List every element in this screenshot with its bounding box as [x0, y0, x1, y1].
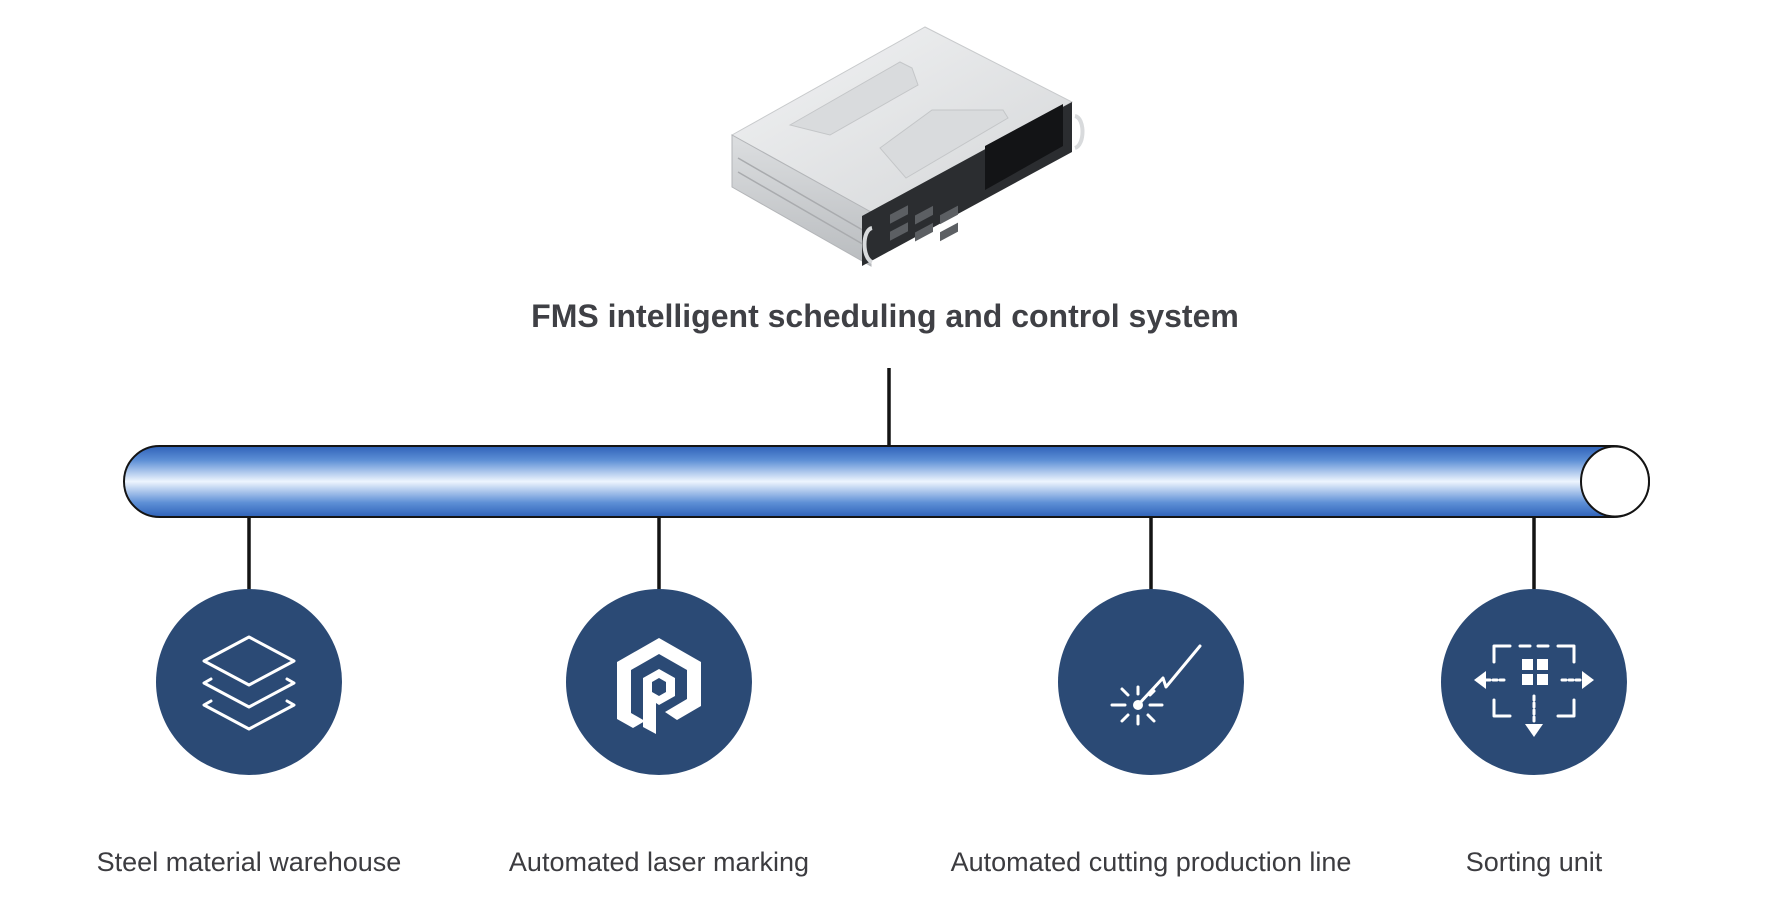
node-label: Automated laser marking: [509, 847, 809, 877]
rack-server-icon: [730, 26, 1085, 267]
node-sorting-unit: Sorting unit: [1441, 589, 1627, 877]
pipe-bus-icon: [123, 445, 1650, 518]
hexagon-p-logo-icon: [617, 638, 701, 734]
node-label: Steel material warehouse: [97, 847, 402, 877]
node-label: Automated cutting production line: [951, 847, 1352, 877]
node-automated-cutting-production-line: Automated cutting production line: [951, 589, 1352, 877]
sorting-grid-arrows-icon: [1474, 644, 1594, 737]
node-label: Sorting unit: [1466, 847, 1603, 877]
stacked-layers-icon: [202, 635, 296, 731]
node-steel-material-warehouse: Steel material warehouse: [97, 589, 402, 877]
system-title: FMS intelligent scheduling and control s…: [531, 298, 1239, 334]
node-automated-laser-marking: Automated laser marking: [509, 589, 809, 877]
laser-cut-spark-icon: [1110, 644, 1202, 726]
